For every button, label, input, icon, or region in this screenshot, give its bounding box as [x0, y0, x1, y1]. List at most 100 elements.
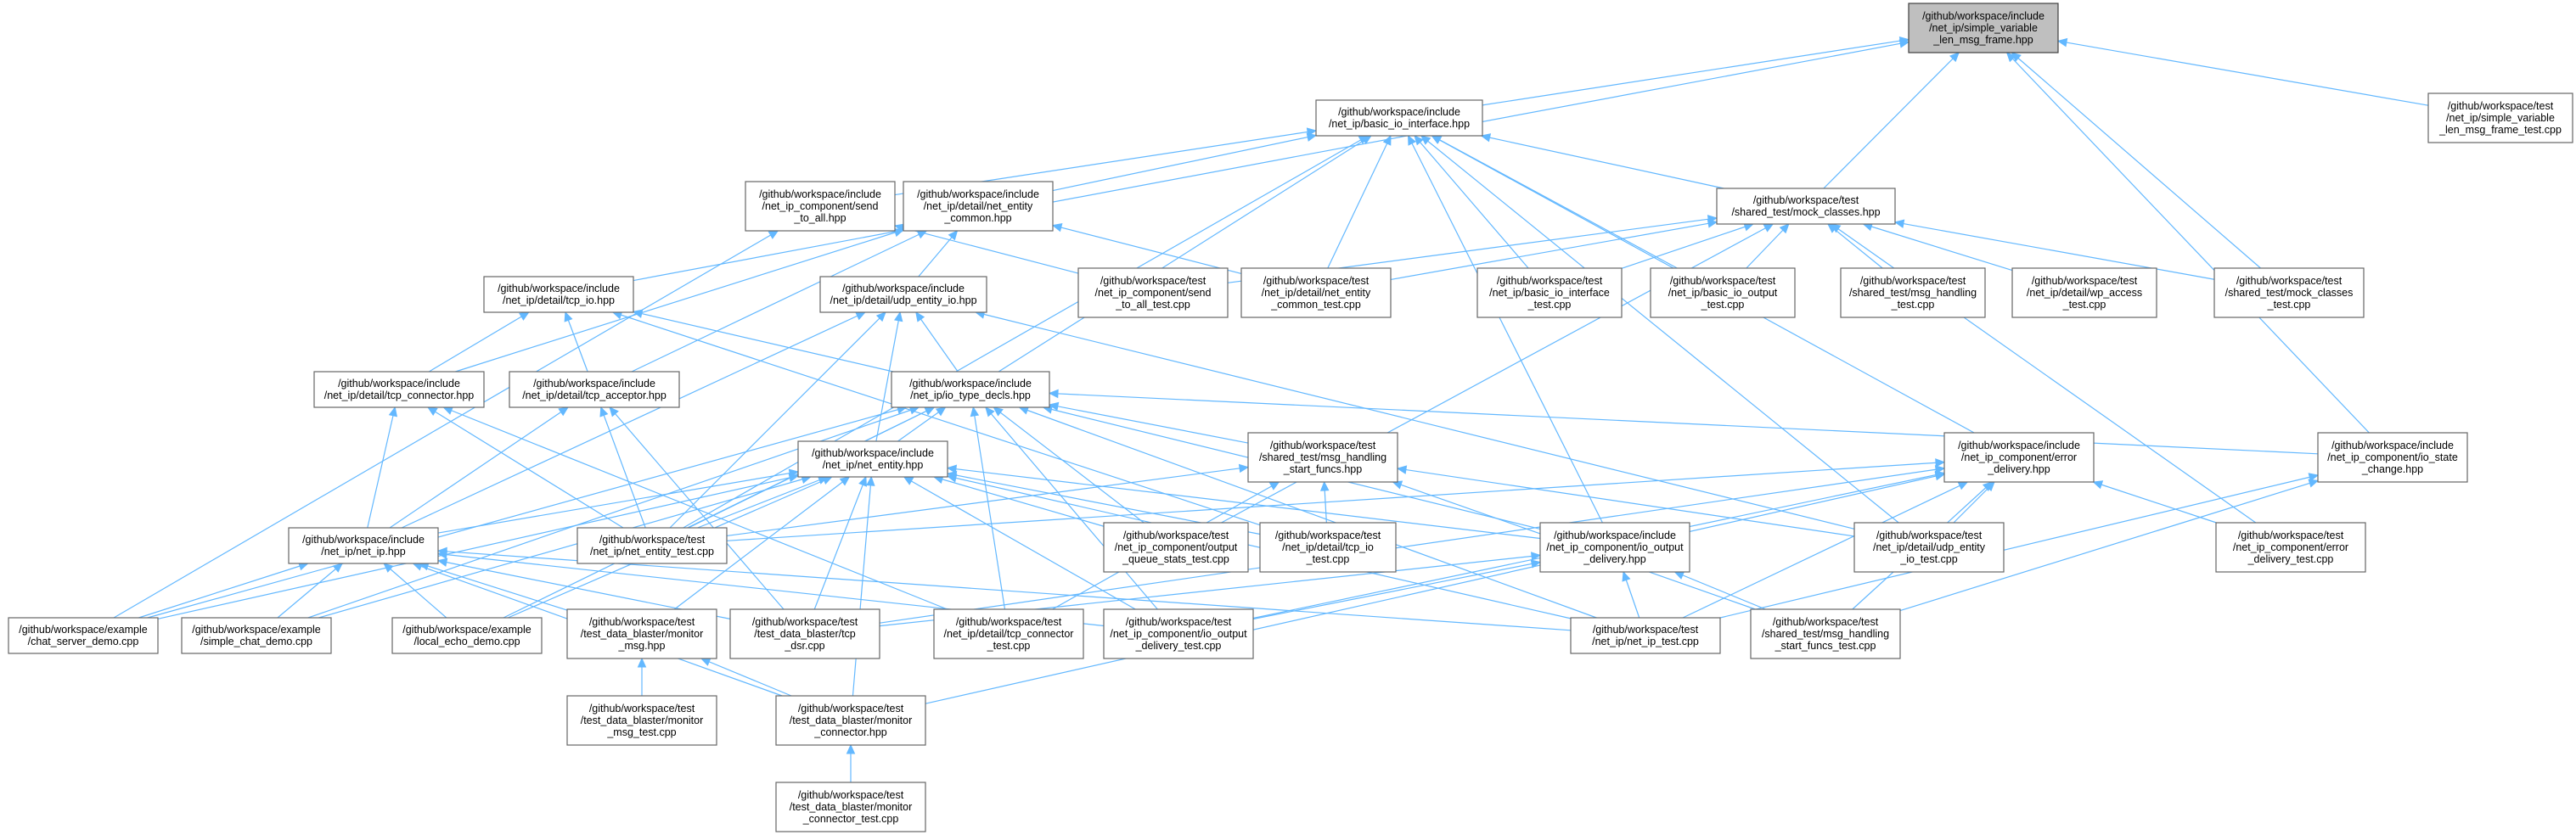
node-label-line: /shared_test/mock_classes: [2225, 287, 2354, 299]
file-node-mock-classes[interactable]: /github/workspace/test/shared_test/mock_…: [1716, 188, 1896, 225]
node-label-line: /github/workspace/include: [812, 447, 934, 459]
file-node-mock-classes-test[interactable]: /github/workspace/test/shared_test/mock_…: [2213, 267, 2365, 318]
node-label-line: /net_ip/basic_io_interface.hpp: [1329, 118, 1470, 130]
file-node-msg-handling-start-funcs[interactable]: /github/workspace/test/shared_test/msg_h…: [1247, 432, 1398, 483]
node-label-line: /net_ip/detail/tcp_connector.hpp: [324, 389, 475, 401]
edge-monitor_connector-to-error_delivery: [925, 474, 1945, 704]
arrowhead-io_output_delivery_test-to-io_output_delivery: [1530, 559, 1542, 569]
file-node-error-delivery[interactable]: /github/workspace/include/net_ip_compone…: [1943, 432, 2095, 483]
edge-io_state_change-to-root: [2006, 52, 2370, 434]
file-node-net-entity-common[interactable]: /github/workspace/include/net_ip/detail/…: [903, 181, 1054, 232]
file-node-net-entity[interactable]: /github/workspace/include/net_ip/net_ent…: [797, 440, 948, 478]
file-node-send-to-all[interactable]: /github/workspace/include/net_ip_compone…: [745, 181, 896, 232]
node-label-line: /net_ip/net_entity_test.cpp: [590, 546, 714, 558]
file-node-tcp-io-test[interactable]: /github/workspace/test/net_ip/detail/tcp…: [1259, 522, 1397, 573]
arrowhead-net_ip-to-udp_entity_io: [855, 311, 866, 321]
file-node-chat-server-demo[interactable]: /github/workspace/example/chat_server_de…: [8, 617, 159, 654]
node-label-line: /net_ip/detail/net_entity: [1262, 287, 1371, 299]
file-node-error-delivery-test[interactable]: /github/workspace/test/net_ip_component/…: [2215, 522, 2366, 573]
node-label-line: /github/workspace/test: [752, 616, 858, 628]
node-label-line: _start_funcs.hpp: [1283, 463, 1362, 475]
node-box: [391, 617, 543, 654]
file-nodes: /github/workspace/include/net_ip/simple_…: [8, 3, 2573, 832]
node-box: [1103, 608, 1254, 659]
node-label-line: /github/workspace/test: [1670, 275, 1776, 287]
file-node-monitor-msg-test[interactable]: /github/workspace/test/test_data_blaster…: [566, 695, 717, 746]
arrowhead-net_entity_test-to-tcp_acceptor: [599, 406, 609, 418]
node-box: [891, 371, 1050, 408]
file-node-svlmf-test[interactable]: /github/workspace/test/net_ip/simple_var…: [2427, 92, 2573, 143]
edge-msg_handling_start_funcs_test-to-io_state_change: [1899, 479, 2319, 612]
edge-chat_server_demo-to-net_ip: [138, 563, 308, 619]
node-label-line: /github/workspace/test: [1773, 616, 1879, 628]
arrowhead-udp_entity_io-to-net_entity_common: [948, 230, 959, 241]
file-node-wp-access-test[interactable]: /github/workspace/test/net_ip/detail/wp_…: [2011, 267, 2157, 318]
arrowhead-io_output_delivery_test-to-io_type_decls: [985, 406, 995, 418]
file-node-udp-entity-io[interactable]: /github/workspace/include/net_ip/detail/…: [819, 276, 987, 313]
node-box: [181, 617, 332, 654]
node-label-line: _dsr.cpp: [784, 640, 824, 652]
file-node-tcp-io[interactable]: /github/workspace/include/net_ip/detail/…: [483, 276, 634, 313]
edge-net_entity_common-to-basic_io_if: [1052, 134, 1317, 192]
file-node-simple-chat-demo[interactable]: /github/workspace/example/simple_chat_de…: [181, 617, 332, 654]
arrowhead-tcp_dsr-to-tcp_acceptor: [609, 406, 619, 418]
node-label-line: _delivery_test.cpp: [1135, 640, 1222, 652]
file-node-msg-handling-test[interactable]: /github/workspace/test/shared_test/msg_h…: [1840, 267, 1986, 318]
file-node-udp-entity-io-test[interactable]: /github/workspace/test/net_ip/detail/udp…: [1853, 522, 2005, 573]
file-node-io-output-delivery-test[interactable]: /github/workspace/test/net_ip_component/…: [1103, 608, 1254, 659]
edge-simple_chat_demo-to-io_type_decls: [307, 406, 920, 619]
file-node-output-queue-stats-test[interactable]: /github/workspace/test/net_ip_component/…: [1103, 522, 1249, 573]
file-node-monitor-connector[interactable]: /github/workspace/test/test_data_blaster…: [775, 695, 926, 746]
arrowhead-net_ip-to-tcp_connector: [388, 406, 398, 418]
file-node-net-ip-test[interactable]: /github/workspace/test/net_ip/net_ip_tes…: [1570, 617, 1721, 654]
file-node-io-type-decls[interactable]: /github/workspace/include/net_ip/io_type…: [891, 371, 1050, 408]
edge-net_entity_common_test-to-mock_classes: [1390, 221, 1718, 281]
dependency-edges: [113, 36, 2429, 783]
edge-tcp_connector-to-net_entity_common: [455, 229, 904, 373]
edge-simple_chat_demo-to-net_entity: [318, 476, 811, 619]
edge-monitor_connector-to-net_entity: [852, 476, 872, 697]
arrowhead-net_entity-to-udp_entity_io: [894, 311, 903, 322]
file-node-msg-handling-start-funcs-test[interactable]: /github/workspace/test/shared_test/msg_h…: [1750, 608, 1901, 659]
file-node-monitor-connector-test[interactable]: /github/workspace/test/test_data_blaster…: [775, 782, 926, 832]
node-label-line: /github/workspace/test: [1753, 194, 1859, 206]
file-node-io-output-delivery[interactable]: /github/workspace/include/net_ip_compone…: [1539, 522, 1690, 573]
file-node-send-to-all-test[interactable]: /github/workspace/test/net_ip_component/…: [1077, 267, 1229, 318]
file-node-basic-io-if-test[interactable]: /github/workspace/test/net_ip/basic_io_i…: [1476, 267, 1623, 318]
edge-basic_io_if_test-to-basic_io_if: [1414, 135, 1529, 269]
node-label-line: /shared_test/msg_handling: [1762, 628, 1889, 640]
file-node-local-echo-demo[interactable]: /github/workspace/example/local_echo_dem…: [391, 617, 543, 654]
file-node-tcp-acceptor[interactable]: /github/workspace/include/net_ip/detail/…: [509, 371, 680, 408]
file-node-io-state-change[interactable]: /github/workspace/include/net_ip_compone…: [2317, 432, 2468, 483]
file-node-tcp-connector-test[interactable]: /github/workspace/test/net_ip/detail/tcp…: [933, 608, 1084, 659]
node-label-line: /github/workspace/include: [1338, 106, 1460, 118]
arrowhead-net_entity_test-to-tcp_connector: [426, 406, 438, 417]
node-label-line: /github/workspace/test: [2448, 100, 2554, 112]
node-label-line: /net_ip/detail/udp_entity_io.hpp: [830, 294, 976, 306]
node-label-line: /github/workspace/include: [917, 188, 1039, 200]
arrowhead-io_type_decls-to-tcp_io: [632, 309, 644, 318]
file-node-root[interactable]: /github/workspace/include/net_ip/simple_…: [1908, 3, 2059, 53]
node-label-line: _queue_stats_test.cpp: [1122, 553, 1229, 565]
edge-io_type_decls-to-basic_io_if: [998, 135, 1372, 373]
node-box: [2011, 267, 2157, 318]
file-node-monitor-msg[interactable]: /github/workspace/test/test_data_blaster…: [566, 608, 717, 659]
node-box: [1077, 267, 1229, 318]
file-node-tcp-dsr[interactable]: /github/workspace/test/test_data_blaster…: [729, 608, 880, 659]
file-node-tcp-connector[interactable]: /github/workspace/include/net_ip/detail/…: [313, 371, 485, 408]
node-box: [1539, 522, 1690, 573]
file-node-basic-io-output-test[interactable]: /github/workspace/test/net_ip/basic_io_o…: [1650, 267, 1796, 318]
node-label-line: _connector.hpp: [813, 726, 887, 738]
file-node-basic-io-if[interactable]: /github/workspace/include/net_ip/basic_i…: [1315, 99, 1483, 137]
arrowhead-io_type_decls-to-udp_entity_io: [915, 311, 925, 322]
node-label-line: /net_ip/detail/tcp_io: [1282, 541, 1374, 553]
file-node-net-ip[interactable]: /github/workspace/include/net_ip/net_ip.…: [288, 527, 439, 564]
node-label-line: /test_data_blaster/tcp: [754, 628, 856, 640]
edge-mock_classes_test-to-root: [2011, 52, 2261, 269]
node-label-line: /test_data_blaster/monitor: [581, 715, 704, 726]
file-node-net-entity-test[interactable]: /github/workspace/test/net_ip/net_entity…: [577, 527, 728, 564]
node-box: [1240, 267, 1392, 318]
file-node-net-entity-common-test[interactable]: /github/workspace/test/net_ip/detail/net…: [1240, 267, 1392, 318]
node-label-line: _test.cpp: [987, 640, 1031, 652]
node-label-line: /github/workspace/test: [1126, 616, 1232, 628]
